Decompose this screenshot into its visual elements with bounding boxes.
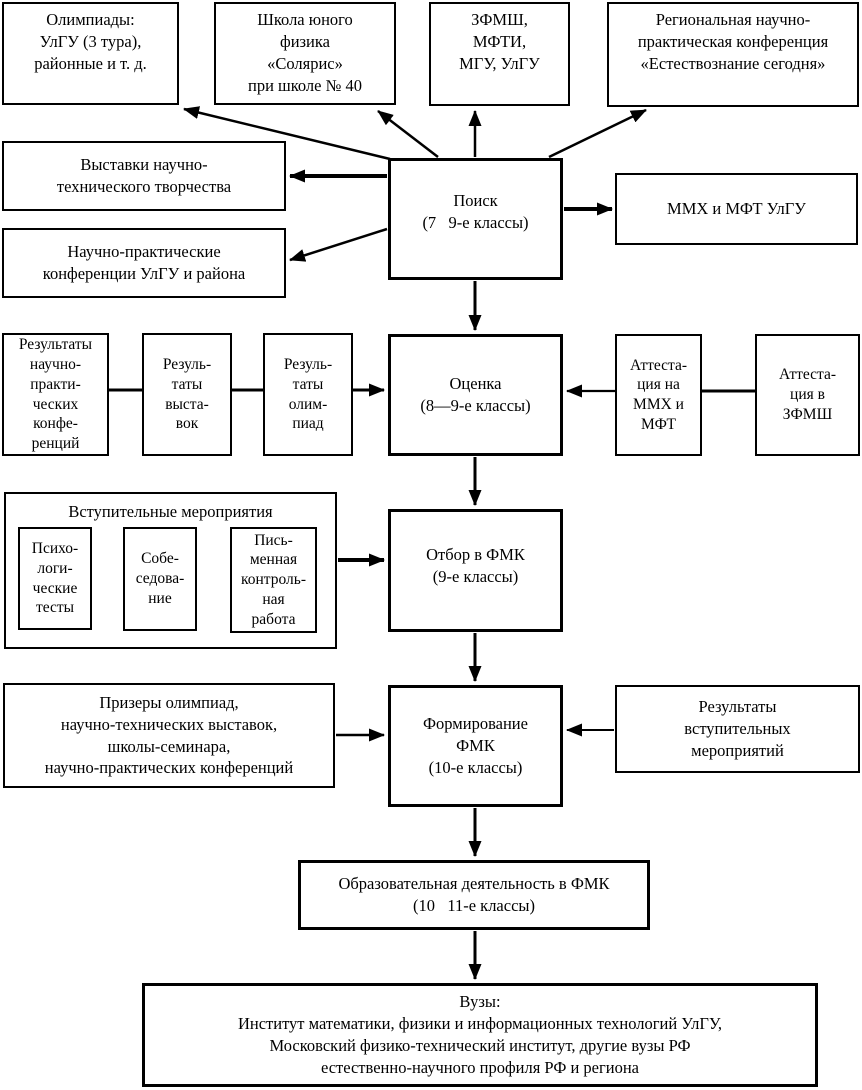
node-olympiads-label: Олимпиады: УлГУ (3 тура), районные и т. … [34,10,147,73]
arrow-poisk-to-school [377,110,439,158]
node-np-conferences: Научно-практические конференции УлГУ и р… [2,228,286,298]
arrow-poisk-to-olympiads [183,106,391,161]
group-entrance-events-title: Вступительные мероприятия [68,502,273,521]
node-results-olympiads: Резуль- таты олим- пиад [263,333,353,456]
node-psychological-tests-label: Психо- логи- ческие тесты [31,540,79,617]
node-interview: Собе- седова- ние [123,527,197,631]
node-vuzy: Вузы: Институт математики, физики и инфо… [142,983,818,1087]
group-entrance-events: Вступительные мероприятия Психо- логи- ч… [4,492,337,649]
node-entrance-results: Результаты вступительных мероприятий [615,685,860,773]
node-results-conferences: Результаты научно- практи- ческих конфе-… [2,333,109,456]
node-poisk: Поиск (7 9-е классы) [388,158,563,280]
node-zfmsh-universities-label: ЗФМШ, МФТИ, МГУ, УлГУ [459,10,540,73]
node-mmh-mft-label: ММХ и МФТ УлГУ [667,199,806,219]
node-psychological-tests: Психо- логи- ческие тесты [18,527,92,630]
node-poisk-label: Поиск (7 9-е классы) [422,191,529,232]
node-formirovanie-fmk-label: Формирование ФМК (10-е классы) [423,714,528,777]
node-attestation-mmh: Аттеста- ция на ММХ и МФТ [615,334,702,456]
node-regional-conference: Региональная научно- практическая конфер… [607,2,859,107]
node-written-test: Пись- менная контроль- ная работа [230,527,317,633]
node-school-solaris-label: Школа юного физика «Солярис» при школе №… [247,10,362,95]
node-ocenka-label: Оценка (8—9-е классы) [420,374,531,415]
node-results-olympiads-label: Резуль- таты олим- пиад [283,356,333,433]
node-results-conferences-label: Результаты научно- практи- ческих конфе-… [18,336,93,452]
node-zfmsh-universities: ЗФМШ, МФТИ, МГУ, УлГУ [429,2,570,106]
node-ocenka: Оценка (8—9-е классы) [388,334,563,456]
node-results-exhibitions: Резуль- таты выста- вок [142,333,232,456]
node-olympiads: Олимпиады: УлГУ (3 тура), районные и т. … [2,2,179,105]
node-interview-label: Собе- седова- ние [135,550,185,607]
node-prize-winners: Призеры олимпиад, научно-технических выс… [3,683,335,788]
node-attestation-mmh-label: Аттеста- ция на ММХ и МФТ [629,356,688,433]
node-educational-activity: Образовательная деятельность в ФМК (10 1… [298,860,650,930]
arrow-poisk-to-npconf [289,227,388,262]
node-otbor-fmk: Отбор в ФМК (9-е классы) [388,509,563,632]
arrow-poisk-to-regconf [548,108,647,159]
node-exhibitions-label: Выставки научно- технического творчества [56,155,232,196]
node-school-solaris: Школа юного физика «Солярис» при школе №… [214,2,396,105]
node-educational-activity-label: Образовательная деятельность в ФМК (10 1… [338,874,610,915]
node-prize-winners-label: Призеры олимпиад, научно-технических выс… [44,692,294,778]
node-attestation-zfmsh-label: Аттеста- ция в ЗФМШ [778,366,837,423]
node-mmh-mft: ММХ и МФТ УлГУ [615,173,858,245]
node-regional-conference-label: Региональная научно- практическая конфер… [637,10,829,73]
node-exhibitions: Выставки научно- технического творчества [2,141,286,211]
node-otbor-fmk-label: Отбор в ФМК (9-е классы) [426,544,525,586]
node-attestation-zfmsh: Аттеста- ция в ЗФМШ [755,334,860,456]
node-np-conferences-label: Научно-практические конференции УлГУ и р… [42,242,246,283]
node-formirovanie-fmk: Формирование ФМК (10-е классы) [388,685,563,807]
node-written-test-label: Пись- менная контроль- ная работа [240,531,306,628]
node-vuzy-label: Вузы: Институт математики, физики и инфо… [237,992,723,1077]
node-results-exhibitions-label: Резуль- таты выста- вок [162,356,212,433]
node-entrance-results-label: Результаты вступительных мероприятий [684,697,791,760]
